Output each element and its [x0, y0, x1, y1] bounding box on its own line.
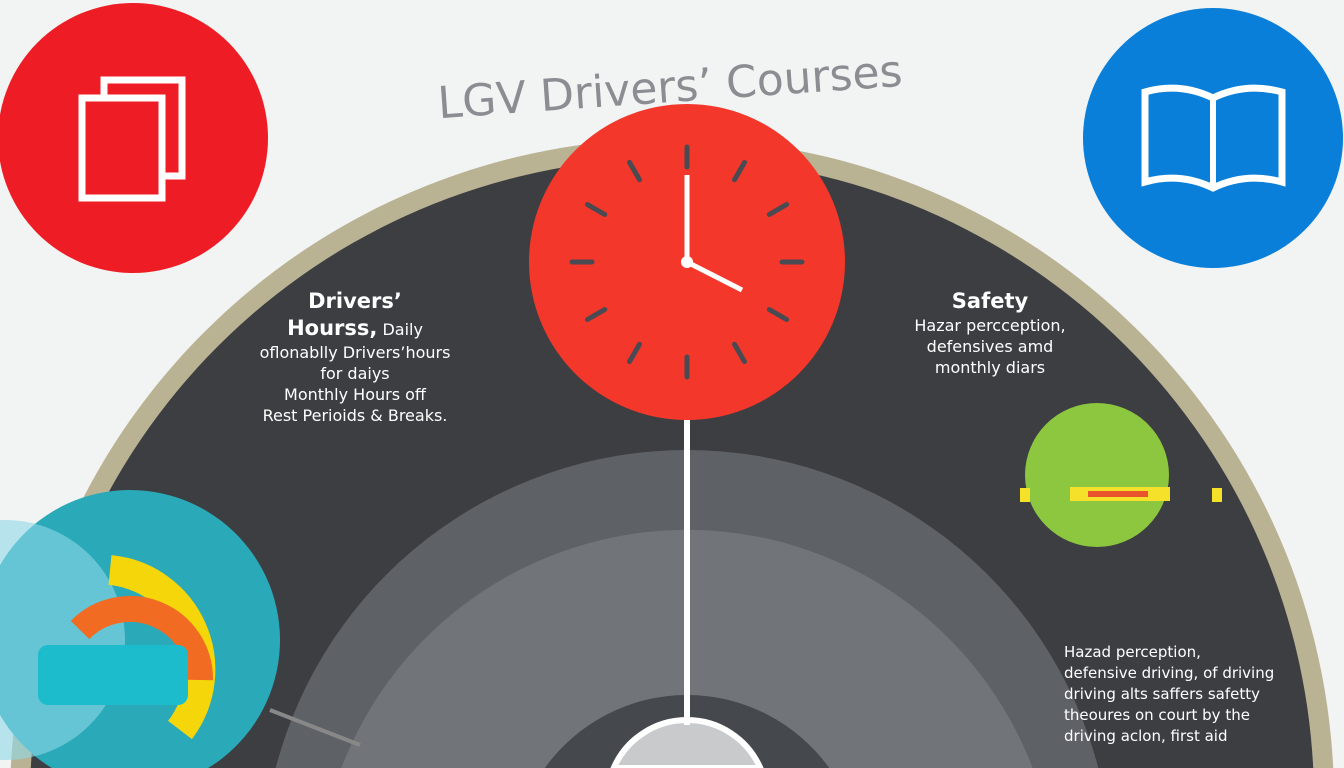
documents-icon [0, 3, 268, 273]
drivers-hours-heading: Drivers’ [308, 289, 402, 313]
bottom-right-text: Hazad perception, defensive driving, of … [1064, 642, 1324, 747]
clock-tick [584, 307, 608, 322]
clock-tick [627, 159, 642, 183]
daily-label: Daily [377, 320, 423, 339]
clock-tick [766, 307, 790, 322]
clock-tick [584, 202, 608, 217]
drivers-hours-text: Drivers’ Hourss, Daily oflonablly Driver… [230, 288, 480, 426]
safety-heading: Safety [951, 289, 1029, 313]
text-line: defensive driving, of driving [1064, 664, 1275, 682]
text-line: Rest Perioids & Breaks. [262, 406, 448, 425]
text-line: monthly diars [934, 358, 1046, 377]
gauge-icon [0, 490, 280, 768]
text-line: Hazad perception, [1064, 643, 1201, 661]
hard-hat-icon [1020, 403, 1222, 547]
text-line: for daiys [320, 364, 390, 383]
safety-text: Safety Hazar percception, defensives amd… [880, 288, 1100, 378]
clock-tick [732, 341, 747, 365]
text-line: theoures on court by the [1064, 706, 1250, 724]
text-line: driving alts saffers safetty [1064, 685, 1260, 703]
book-icon [1083, 8, 1343, 268]
clock-tick [766, 202, 790, 217]
text-line: Hazar percception, [914, 316, 1066, 335]
hours-heading: Hourss, [287, 316, 378, 340]
text-line: driving aclon, first aid [1064, 727, 1228, 745]
text-line: Monthly Hours off [284, 385, 426, 404]
clock-icon [529, 104, 845, 420]
connector-line [269, 708, 361, 747]
inner-white-disc [610, 717, 764, 768]
clock-tick [732, 159, 747, 183]
text-line: oflonablly Drivers’hours [259, 343, 451, 362]
text-line: defensives amd [926, 337, 1054, 356]
clock-tick [627, 341, 642, 365]
